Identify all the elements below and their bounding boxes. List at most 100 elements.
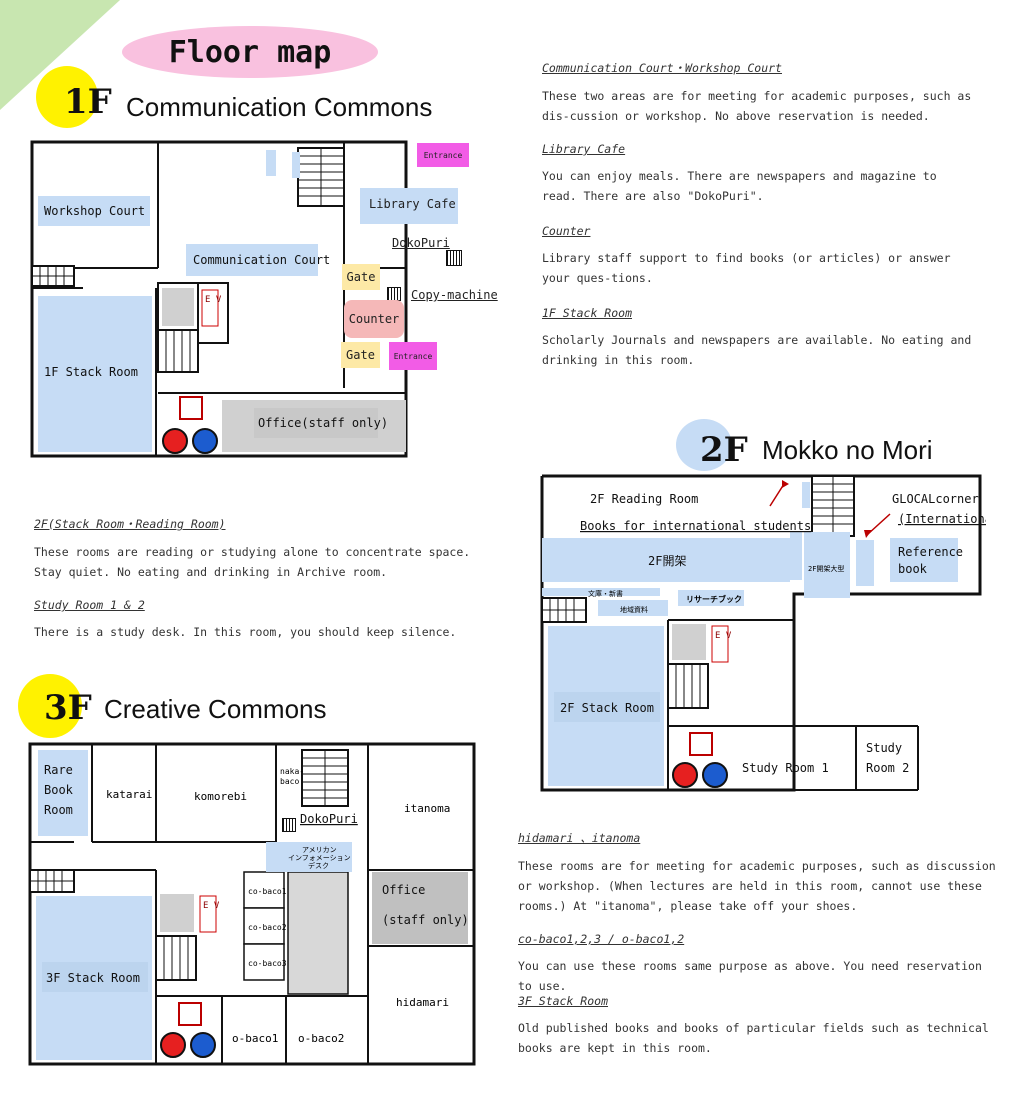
copy-machine-label: Copy-machine xyxy=(411,288,498,302)
floor-3-map: E V Rare Book Room katarai komorebi naka… xyxy=(28,742,476,1066)
restroom-men-1f-icon xyxy=(192,428,218,454)
dokopuri-3f-label: DokoPuri xyxy=(300,812,358,826)
obaco1-label: o-baco1 xyxy=(232,1032,278,1045)
obaco2-label: o-baco2 xyxy=(298,1032,344,1045)
floor-2-name: Mokko no Mori xyxy=(762,435,933,465)
copy-machine-icon xyxy=(387,287,401,301)
desc-heading: Communication Court・Workshop Court xyxy=(542,61,782,75)
kaika-large-label: 2F開架大型 xyxy=(808,564,844,573)
desc-text: You can enjoy meals. There are newspaper… xyxy=(542,169,937,203)
dokopuri-1f-label: DokoPuri xyxy=(392,236,450,250)
restroom-women-1f-icon xyxy=(162,428,188,454)
desc-text: These rooms are reading or studying alon… xyxy=(34,545,471,579)
desc-item: Study Room 1 & 2 There is a study desk. … xyxy=(34,598,494,642)
desc-heading: Study Room 1 & 2 xyxy=(34,598,145,612)
gate-top-1f: Gate xyxy=(342,264,380,290)
stack-room-2f-label: 2F Stack Room xyxy=(560,701,654,715)
hidamari-label: hidamari xyxy=(396,996,449,1009)
desc-text: These two areas are for meeting for acad… xyxy=(542,89,972,123)
desc-text: You can use these rooms same purpose as … xyxy=(518,959,982,993)
library-cafe-box xyxy=(362,188,458,224)
floor-3-name: Creative Commons xyxy=(104,694,327,724)
floor-1-number: 1F xyxy=(64,82,112,122)
american-line2: インフォメーション xyxy=(288,854,351,862)
itanoma-label: itanoma xyxy=(404,802,450,815)
desc-heading: hidamari 、itanoma xyxy=(518,831,641,845)
desc-text: Old published books and books of particu… xyxy=(518,1021,989,1055)
american-line1: アメリカン xyxy=(302,846,337,854)
cobaco2-label: co-baco2 xyxy=(248,923,287,932)
rare-book-room-line1: Rare xyxy=(44,763,73,777)
glocal-sub-label: (International) xyxy=(898,512,986,526)
intl-books-label: Books for international students xyxy=(580,519,811,533)
office-3f-line2: (staff only) xyxy=(382,913,469,927)
counter-1f: Counter xyxy=(344,300,404,338)
komorebi-label: komorebi xyxy=(194,790,247,803)
office-3f-line1: Office xyxy=(382,883,425,897)
study-room-2-sub-label: Room 2 xyxy=(866,761,909,775)
desc-heading: 1F Stack Room xyxy=(542,306,633,320)
nakabaco-line1: naka- xyxy=(280,767,304,776)
study-room-1-label: Study Room 1 xyxy=(742,761,829,775)
restroom-women-2f-icon xyxy=(672,762,698,788)
accessible-3f-icon xyxy=(178,1002,202,1026)
printer-icon xyxy=(446,250,462,266)
stack-room-3f-label: 3F Stack Room xyxy=(46,971,140,985)
entrance-top-1f[interactable]: Entrance xyxy=(417,143,469,167)
american-line3: デスク xyxy=(308,861,329,870)
office-1f-label: Office(staff only) xyxy=(258,416,388,430)
page-title: Floor map xyxy=(122,26,378,78)
cobaco1-label: co-baco1 xyxy=(248,887,287,896)
kaika-2f-label: 2F開架 xyxy=(648,554,686,568)
study-room-2-label: Study xyxy=(866,741,902,755)
desc-text: These rooms are for meeting for academic… xyxy=(518,859,996,913)
printer-3f-icon xyxy=(282,818,296,832)
desc-heading: 2F(Stack Room・Reading Room) xyxy=(34,517,226,531)
ev-label-3f: E V xyxy=(203,901,220,911)
bunko-label: 文庫・新書 xyxy=(588,589,623,598)
accessible-1f-icon xyxy=(179,396,203,420)
rare-book-room-line3: Room xyxy=(44,803,73,817)
desc-heading: Library Cafe xyxy=(542,142,626,156)
desc-item: 1F Stack Room Scholarly Journals and new… xyxy=(542,306,974,370)
reference-sub-label: book xyxy=(898,562,928,576)
entrance-bottom-1f[interactable]: Entrance xyxy=(389,342,437,370)
katarai-label: katarai xyxy=(106,788,152,801)
desc-text: Scholarly Journals and newspapers are av… xyxy=(542,333,972,367)
desc-item: 3F Stack Room Old published books and bo… xyxy=(518,994,998,1058)
research-book-label: リサーチブック xyxy=(686,594,742,604)
communication-court-label: Communication Court xyxy=(193,253,330,267)
desc-item: Communication Court・Workshop Court These… xyxy=(542,60,974,126)
rare-book-room-line2: Book xyxy=(44,783,74,797)
desc-item: 2F(Stack Room・Reading Room) These rooms … xyxy=(34,516,494,582)
reference-label: Reference xyxy=(898,545,963,559)
floor-2-map: E V 2F Reading Room Books for internatio… xyxy=(540,474,986,792)
ev-label-1f: E V xyxy=(205,295,222,305)
desc-heading: Counter xyxy=(542,224,591,238)
desc-item: hidamari 、itanoma These rooms are for me… xyxy=(518,830,998,916)
floor-3-circle xyxy=(18,674,82,738)
library-cafe-label: Library Cafe xyxy=(369,197,456,211)
restroom-men-3f-icon xyxy=(190,1032,216,1058)
glocal-label: GLOCALcorner xyxy=(892,492,979,506)
desc-item: Library Cafe You can enjoy meals. There … xyxy=(542,142,974,206)
desc-text: There is a study desk. In this room, you… xyxy=(34,625,457,639)
desc-text: Library staff support to find books (or … xyxy=(542,251,951,285)
desc-item: Counter Library staff support to find bo… xyxy=(542,224,974,288)
floor-1-circle xyxy=(36,66,98,128)
reading-room-2f-label: 2F Reading Room xyxy=(590,492,698,506)
ev-shaft-1f xyxy=(162,288,194,326)
chiiki-label: 地域資料 xyxy=(620,605,648,614)
desc-heading: co-baco1,2,3 / o-baco1,2 xyxy=(518,932,685,946)
accessible-2f-icon xyxy=(689,732,713,756)
floor-2-number: 2F xyxy=(700,430,748,470)
restroom-men-2f-icon xyxy=(702,762,728,788)
gate-bottom-1f: Gate xyxy=(341,342,380,368)
desc-item: co-baco1,2,3 / o-baco1,2 You can use the… xyxy=(518,932,998,996)
nakabaco-line2: baco xyxy=(280,777,299,786)
stack-room-1f-label: 1F Stack Room xyxy=(44,365,138,379)
floor-1-name: Communication Commons xyxy=(126,92,433,122)
floor-3-number: 3F xyxy=(44,688,92,728)
workshop-court-label: Workshop Court xyxy=(44,204,145,218)
restroom-women-3f-icon xyxy=(160,1032,186,1058)
